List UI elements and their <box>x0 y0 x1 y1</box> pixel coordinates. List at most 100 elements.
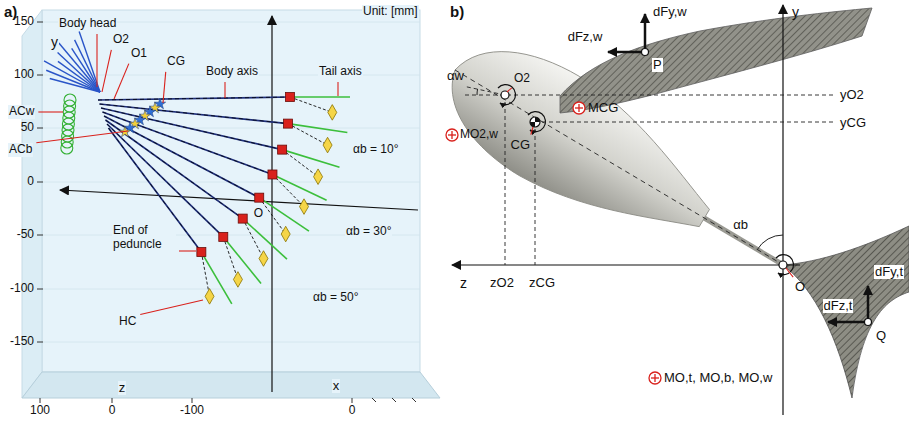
point-label: CG <box>511 138 531 153</box>
body-axis-dash <box>100 104 289 124</box>
cg-marker <box>530 117 540 127</box>
plus-sign-symbol <box>446 129 458 141</box>
axis-label: x <box>332 379 341 394</box>
body-axis-line <box>106 120 243 219</box>
peduncle-marker <box>284 119 293 128</box>
force-label: dFy,t <box>874 265 904 280</box>
callout-label: Body axis <box>205 65 259 79</box>
head-spoke <box>72 48 100 92</box>
floor <box>22 372 440 398</box>
leader-line <box>96 34 97 87</box>
coordinate-label: yCG <box>840 116 866 131</box>
leader-line <box>114 64 129 99</box>
callout-label: HC <box>118 315 137 329</box>
head-spoke <box>79 31 100 92</box>
axis-label: y <box>50 34 59 50</box>
leader-line <box>786 268 793 277</box>
plot-box <box>22 10 440 403</box>
axis-tick: 0 <box>27 175 34 189</box>
leader-line <box>163 72 166 103</box>
hc-marker <box>314 169 323 185</box>
origin-label: O <box>253 207 264 221</box>
callout-label: End of peduncle <box>112 224 176 252</box>
leader-line <box>507 88 512 92</box>
force-label: dFz,t <box>823 299 854 314</box>
y-axis-arrow <box>271 16 272 392</box>
force-label: dFz,w <box>567 30 604 45</box>
point-marker <box>501 91 509 99</box>
plus-sign-symbol <box>573 102 585 114</box>
head-spoke <box>46 70 100 92</box>
moment-label: MCG <box>588 101 618 116</box>
hc-marker <box>205 289 214 305</box>
hc-link <box>288 124 328 145</box>
body-axis-dash <box>109 128 202 252</box>
body-axis-dash <box>101 108 282 150</box>
leader-line <box>102 50 111 92</box>
hc-link <box>243 219 264 259</box>
leader-line <box>38 111 63 112</box>
unit-note: Unit: [mm] <box>362 5 419 19</box>
callout-label: ACw <box>8 105 35 119</box>
body-axis-line <box>107 124 223 237</box>
axis-tick: 150 <box>14 15 34 29</box>
origin-label: O <box>795 280 805 295</box>
coordinate-label: yO2 <box>840 88 864 103</box>
force-arrow <box>828 321 868 324</box>
moment-label: MO,t, MO,b, MO,w <box>664 371 772 386</box>
point-marker <box>642 49 649 56</box>
axis-label: z <box>460 275 467 291</box>
body-axis-dash <box>103 112 273 174</box>
peduncle-marker <box>286 93 295 102</box>
axis-tick: 0 <box>109 404 116 418</box>
ac-marker <box>61 142 73 154</box>
tail-axis-line <box>223 237 261 284</box>
head-spoke <box>75 40 100 92</box>
callout-label: O1 <box>130 47 148 61</box>
point-label: Q <box>875 329 887 344</box>
peduncle-marker <box>268 170 277 179</box>
body-axis-dash <box>98 97 290 100</box>
callout-label: O2 <box>112 33 130 47</box>
tail-axis-line <box>288 124 347 133</box>
body-axis-line <box>109 128 202 252</box>
axis-label: z <box>118 381 127 396</box>
point-label: O2 <box>514 72 530 86</box>
tail-axis-line <box>282 150 339 168</box>
panel-letter: b) <box>450 3 464 20</box>
grid-lines <box>42 22 420 342</box>
z-axis-arrow <box>60 190 418 210</box>
hc-marker <box>300 199 309 215</box>
hc-marker <box>328 105 337 121</box>
force-arrow <box>608 51 645 54</box>
body-axis-line <box>104 116 259 198</box>
angle-label: αb = 50° <box>312 291 359 305</box>
axis-label: y <box>792 4 799 20</box>
hc-link <box>201 252 209 296</box>
hc-marker <box>259 251 268 267</box>
axis-tick: -100 <box>10 282 34 296</box>
axis-tick: 100 <box>30 404 50 418</box>
peduncle-marker <box>255 193 264 202</box>
peduncle-marker <box>219 232 228 241</box>
coordinate-label: zCG <box>529 276 555 291</box>
pectoral-fin <box>560 8 872 113</box>
y-axis-arrow <box>782 5 783 415</box>
leader-line <box>140 300 203 314</box>
body-axis-dash <box>104 116 259 198</box>
back-wall <box>42 10 420 372</box>
sign-symbols <box>446 102 661 384</box>
body-axis-line <box>98 97 290 100</box>
leader-line <box>337 82 338 96</box>
angle-label: αb = 10° <box>352 143 399 157</box>
leader-line <box>531 127 533 135</box>
hc-marker <box>233 272 242 288</box>
peduncle-marker <box>238 214 247 223</box>
callout-label: Tail axis <box>318 65 363 79</box>
axis-tick: 0 <box>349 404 356 418</box>
moment-label: MO2,w <box>460 128 498 142</box>
peduncle-marker <box>197 248 206 257</box>
axis-tick: 100 <box>14 68 34 82</box>
